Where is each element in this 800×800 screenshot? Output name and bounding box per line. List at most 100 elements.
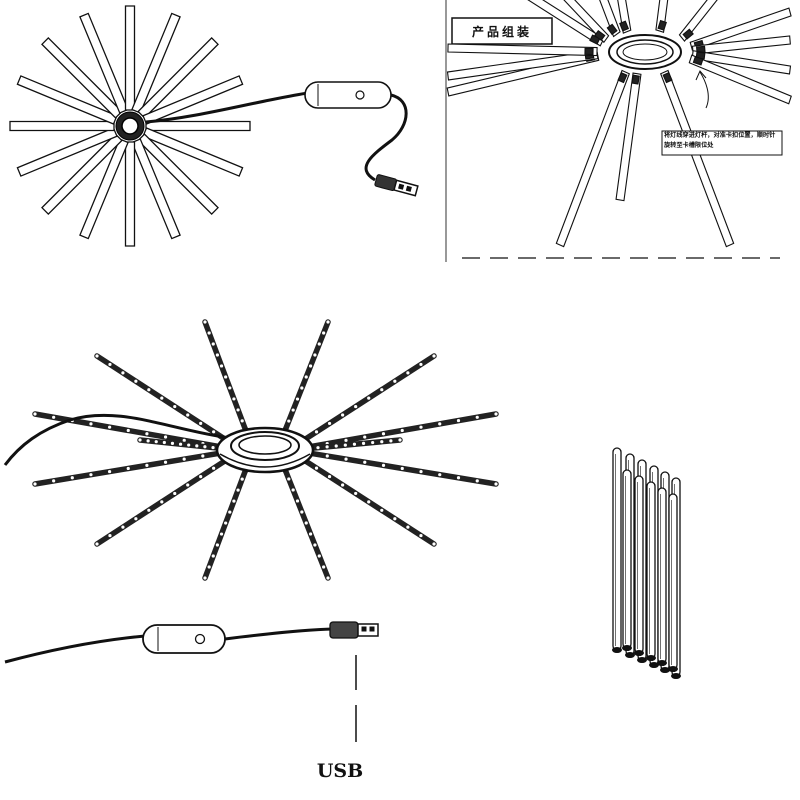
assembly-rod (689, 7, 792, 51)
led-bead (308, 364, 313, 368)
led-bead (186, 483, 190, 487)
led-bead (287, 419, 291, 423)
led-bead (236, 488, 240, 492)
led-bead (240, 477, 244, 481)
assembly-rod (617, 0, 632, 34)
led-bead (322, 565, 326, 569)
usb-label: USB (316, 760, 364, 782)
assembly-instruction-panel (445, 0, 792, 262)
led-bead (145, 463, 149, 467)
tube (634, 475, 644, 654)
light-rod (41, 133, 123, 215)
led-bead (393, 379, 397, 383)
led-bead (33, 412, 37, 416)
light-rod (79, 138, 129, 240)
led-bead (232, 397, 236, 401)
led-bead (182, 438, 186, 442)
light-rod (142, 127, 244, 177)
usb-cable (364, 93, 408, 182)
light-rod (41, 37, 123, 119)
led-bead (456, 418, 461, 423)
led-bead (361, 441, 366, 446)
led-bead (95, 542, 99, 546)
led-bead (182, 457, 186, 461)
assembly-rod (446, 50, 599, 81)
led-bead (363, 435, 367, 439)
led-bead (344, 438, 348, 442)
assembly-rod (659, 69, 735, 248)
instruction-box (661, 130, 783, 156)
led-bead (203, 445, 207, 449)
assembly-instruction-text: 将灯线穿进灯杆，对准卡扣位置，顺时针旋转至卡槽限位处 (664, 132, 776, 149)
led-bead (95, 354, 99, 358)
rod-clip (584, 47, 594, 56)
rotation-arrow (695, 70, 707, 81)
led-bead (187, 443, 191, 447)
led-bead (70, 476, 74, 480)
led-bead (494, 412, 498, 416)
led-bead (308, 532, 313, 536)
led-bead (52, 415, 56, 419)
rod-clip (619, 20, 630, 32)
led-bead (494, 482, 498, 486)
led-bead (108, 362, 112, 367)
light-rod (137, 133, 219, 215)
led-bead (354, 491, 358, 496)
led-bead (170, 441, 175, 445)
led-bead (300, 510, 304, 514)
led-bead (240, 419, 244, 423)
light-rod (79, 12, 129, 114)
led-bead (381, 432, 386, 436)
led-bead (367, 396, 371, 400)
led-bead (325, 454, 329, 458)
led-bead (313, 543, 317, 547)
led-bead (89, 422, 93, 426)
led-bead (380, 508, 384, 512)
light-rod (131, 12, 181, 114)
led-bead (326, 320, 330, 324)
led-bead (314, 430, 319, 434)
led-bead (419, 362, 423, 367)
rod-clip (662, 72, 673, 84)
led-bead (327, 474, 332, 479)
led-bead (341, 413, 345, 417)
assembly-rod (691, 35, 791, 55)
led-bead (400, 428, 404, 433)
led-bead (389, 439, 393, 443)
led-bead (317, 342, 321, 346)
rod-clip (631, 74, 640, 85)
controller-button (355, 90, 365, 100)
light-rod (16, 127, 118, 177)
led-bead (211, 445, 215, 450)
rod-clip (692, 55, 704, 66)
led-bead (219, 364, 224, 368)
led-bead (341, 483, 345, 487)
led-bead (207, 331, 211, 335)
tube (622, 469, 632, 649)
led-bead (475, 479, 479, 483)
led-bead (327, 421, 332, 426)
led-bead (438, 473, 442, 477)
led-bead (215, 353, 219, 357)
led-bead (134, 379, 138, 383)
led-bead (201, 454, 205, 458)
led-bead (419, 469, 423, 474)
led-bead (295, 397, 300, 401)
led-bead (212, 430, 216, 434)
led-bead (228, 386, 232, 390)
led-bead (212, 466, 216, 470)
led-bead (224, 521, 228, 525)
light-rod (145, 120, 251, 132)
led-bead (108, 533, 112, 538)
led-bead (317, 554, 321, 558)
tube (612, 447, 622, 651)
led-bead (287, 477, 291, 481)
assembly-rod (691, 50, 792, 75)
light-rod (142, 75, 244, 125)
led-bead (291, 488, 295, 492)
rod-clip (606, 23, 618, 36)
assembled-firework-light (9, 5, 419, 247)
led-bead (215, 543, 219, 547)
led-bead (134, 517, 138, 521)
